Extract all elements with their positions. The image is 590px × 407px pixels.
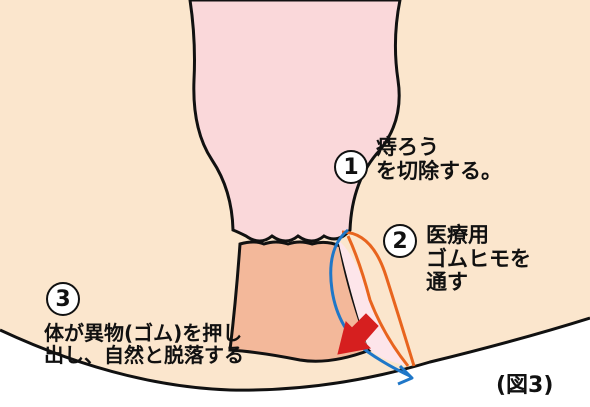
step-2-label: 医療用 ゴムヒモを 通す xyxy=(426,223,531,295)
step-1-line-1: 痔ろう xyxy=(376,135,439,159)
step-1-number: 1 xyxy=(334,150,368,184)
step-2-line-3: 通す xyxy=(426,270,468,295)
step-2-line-1: 医療用 xyxy=(426,223,489,247)
body-outline xyxy=(0,316,590,392)
step-2-line-2: ゴムヒモを xyxy=(426,246,531,271)
hemorrhoid-tissue xyxy=(228,240,372,363)
push-out-arrow xyxy=(337,313,379,355)
step-3-number: 3 xyxy=(46,282,80,316)
step-3-label: 体が異物(ゴム)を押し 出し、自然と脱落する xyxy=(44,322,244,367)
blue-arrowhead xyxy=(397,364,414,386)
step-3-line-2: 出し、自然と脱落する xyxy=(44,343,244,368)
step-3-line-1: 体が異物(ゴム)を押し xyxy=(44,321,243,345)
step-2-number: 2 xyxy=(383,224,417,258)
rubber-band-orange-inner xyxy=(346,235,410,367)
step-1-label: 痔ろう を切除する。 xyxy=(376,135,502,183)
step-1-line-2: を切除する。 xyxy=(376,158,502,183)
rubber-band-orange xyxy=(341,230,416,367)
fistula-gap xyxy=(338,240,408,366)
rubber-band-blue xyxy=(329,228,411,378)
figure-label: (図3) xyxy=(496,373,554,398)
